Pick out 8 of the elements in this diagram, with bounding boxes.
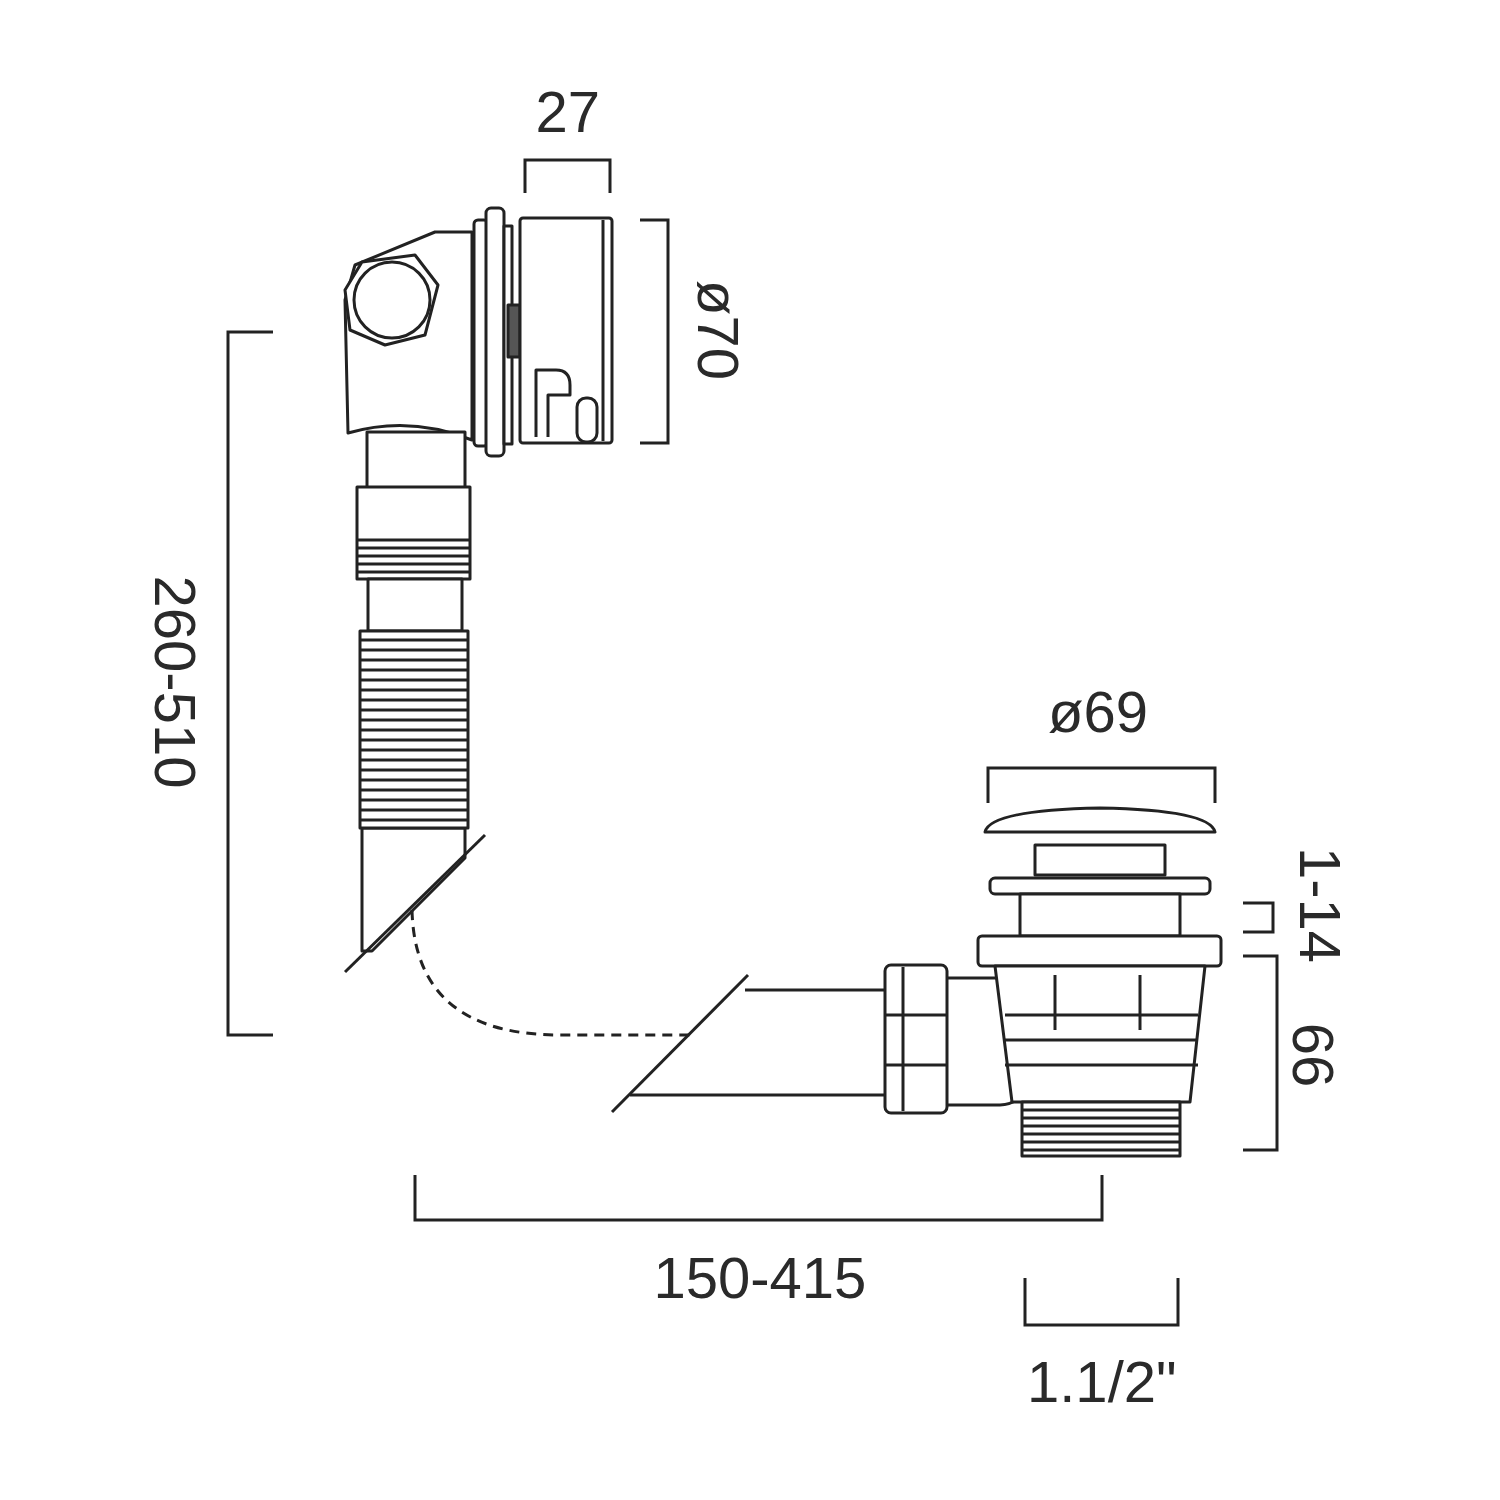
dimension-label: ø69 [1048,683,1148,741]
dimension-label: 260-510 [145,575,204,789]
dimension-label: 66 [1283,1022,1342,1088]
dimension-label: ø70 [689,280,747,380]
dimension-label: 1.1/2" [1027,1353,1177,1411]
dimension-label: 150-415 [653,1249,867,1307]
dimension-label: 1-14 [1291,846,1350,964]
dimension-label: 27 [535,83,600,141]
